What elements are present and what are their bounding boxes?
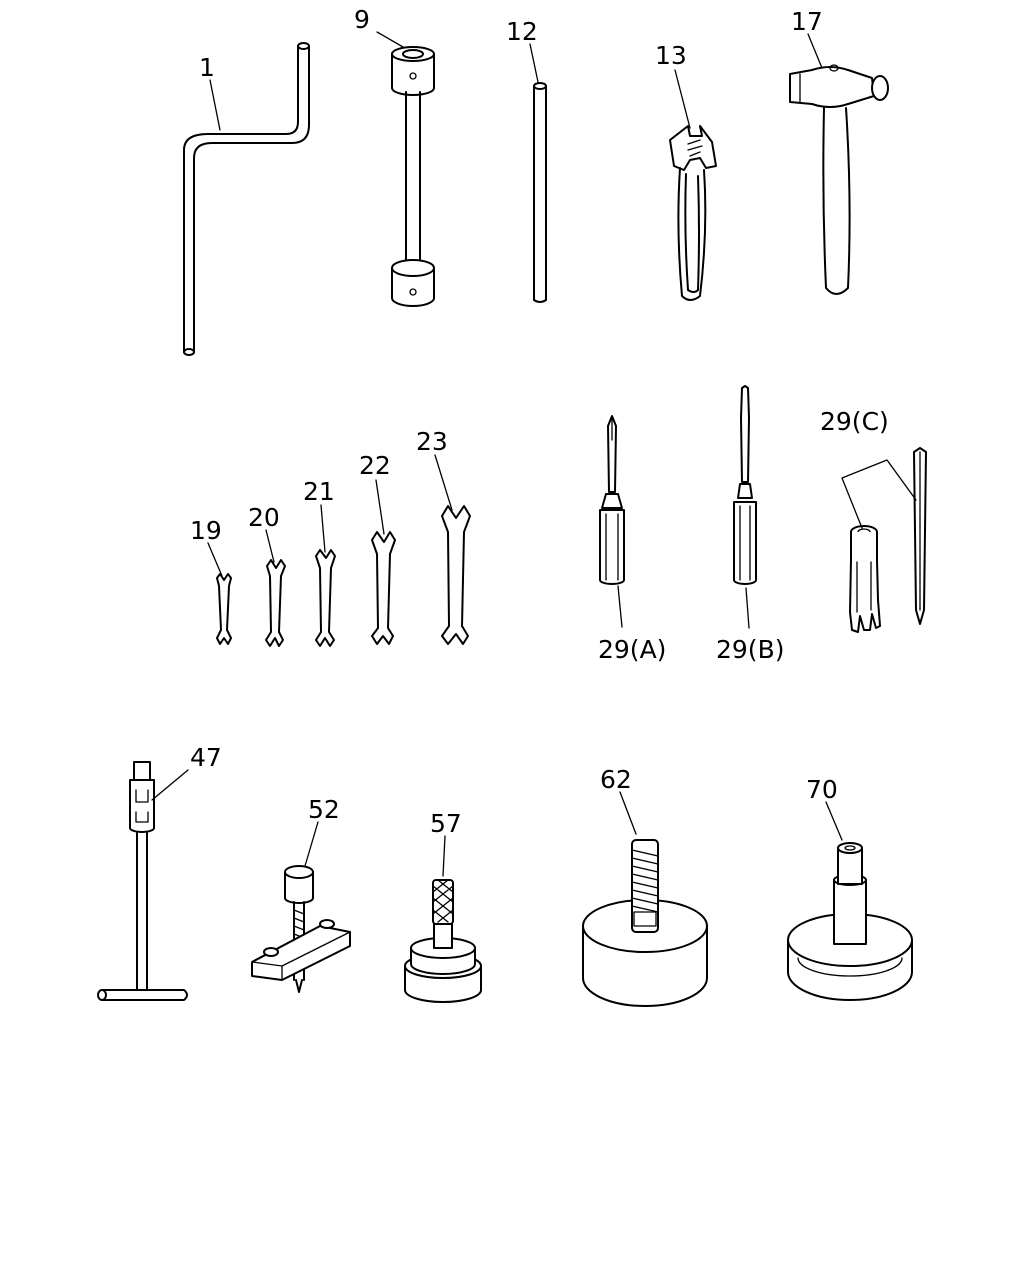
- part-57-installer: [404, 879, 482, 1003]
- label-20: 20: [248, 503, 280, 532]
- part-22-spanner: [371, 531, 396, 645]
- part-19-spanner: [216, 573, 232, 645]
- part-1-crank-handle: [183, 42, 310, 356]
- label-29b: 29(B): [716, 635, 784, 664]
- label-17: 17: [791, 7, 823, 36]
- leader-23: [434, 454, 453, 511]
- part-70-stepped-installer: [787, 842, 913, 1001]
- part-52-puller: [251, 865, 351, 993]
- leader-9: [376, 31, 404, 48]
- leader-57: [442, 835, 446, 877]
- leader-12: [529, 43, 539, 83]
- part-23-spanner: [441, 505, 471, 645]
- leader-20: [265, 529, 275, 563]
- part-62-threaded-installer: [582, 839, 708, 1007]
- label-29c: 29(C): [820, 407, 889, 436]
- label-47: 47: [190, 743, 222, 772]
- label-29a: 29(A): [598, 635, 666, 664]
- part-21-spanner: [315, 549, 336, 647]
- leader-21: [320, 504, 326, 553]
- label-70: 70: [806, 775, 838, 804]
- leader-62: [619, 791, 637, 835]
- label-19: 19: [190, 516, 222, 545]
- label-21: 21: [303, 477, 335, 506]
- part-9-box-wrench: [391, 46, 435, 307]
- leader-29b: [745, 587, 750, 629]
- part-29c-socket-driver: [849, 447, 927, 633]
- part-20-spanner: [265, 559, 286, 647]
- part-17-hammer: [789, 64, 889, 295]
- part-13-adjustable-wrench: [669, 125, 717, 301]
- leader-13: [674, 69, 691, 129]
- leader-22: [375, 479, 385, 535]
- label-13: 13: [655, 41, 687, 70]
- label-52: 52: [308, 795, 340, 824]
- leader-29a: [617, 585, 623, 628]
- leader-70: [825, 801, 843, 841]
- label-62: 62: [600, 765, 632, 794]
- leader-17: [807, 33, 823, 69]
- part-47-t-handle: [97, 761, 188, 1001]
- part-12-rod: [533, 82, 547, 303]
- label-22: 22: [359, 451, 391, 480]
- leader-19: [207, 542, 223, 577]
- leader-29c: [841, 459, 917, 529]
- leader-1: [209, 79, 221, 131]
- label-57: 57: [430, 809, 462, 838]
- label-9: 9: [354, 5, 370, 34]
- label-12: 12: [506, 17, 538, 46]
- leader-47: [151, 769, 189, 801]
- label-1: 1: [199, 53, 215, 82]
- part-29b-screwdriver: [733, 385, 757, 585]
- part-29a-screwdriver: [599, 415, 625, 585]
- leader-52: [304, 821, 319, 867]
- label-23: 23: [416, 427, 448, 456]
